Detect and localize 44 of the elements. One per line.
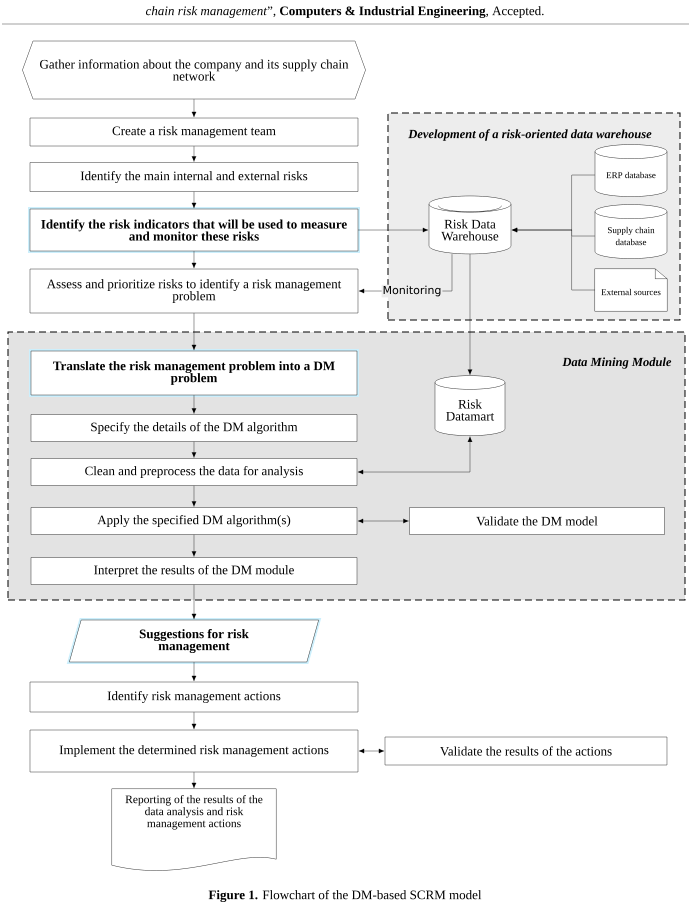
document-box: External sources: [594, 268, 668, 312]
arrow: [192, 251, 196, 268]
database-cylinder: Supply chain database: [594, 204, 668, 259]
arrow: [192, 313, 196, 350]
edge-label: Monitoring: [382, 284, 442, 298]
highlighted-box: Identify the risk indicators that will be used to measure and monitor these risks: [28, 207, 360, 253]
arrow: [192, 192, 196, 208]
process-box: Interpret the results of the DM module: [30, 557, 358, 585]
process-box: Create a risk management team: [30, 118, 358, 146]
arrow: [192, 772, 196, 788]
process-box: Validate the results of the actions: [384, 736, 668, 766]
arrow: [192, 442, 196, 458]
header-text: chain risk management”, Computers & Industrial Engineering, Accepted.: [146, 6, 544, 18]
arrow: [192, 712, 196, 730]
process-box: Identify the main internal and external risks: [30, 162, 358, 192]
arrow: [358, 748, 384, 754]
document-box: Reporting of the results of the data analysis and risk management actions: [112, 788, 276, 871]
arrow: [192, 534, 196, 557]
arrow: [358, 228, 428, 232]
process-box: Validate the DM model: [409, 507, 665, 535]
preparation-box: Gather information about the company and its supply chain network: [22, 40, 366, 100]
process-box: Identify risk management actions: [30, 682, 358, 712]
arrow: [192, 662, 196, 682]
process-box: Apply the specified DM algorithm(s): [30, 507, 358, 535]
process-box: Assess and prioritize risks to identify a risk management problem: [30, 268, 358, 314]
arrow: [192, 99, 196, 118]
arrow: [358, 518, 409, 524]
arrow: [192, 395, 196, 414]
database-cylinder: ERP database: [594, 144, 668, 197]
arrow: [192, 584, 196, 620]
process-box: Specify the details of the DM algorithm: [30, 414, 358, 442]
process-box: Implement the determined risk management actions: [30, 730, 358, 772]
process-box: Clean and preprocess the data for analysis: [30, 458, 358, 486]
database-cylinder: Risk Datamart: [434, 376, 506, 436]
arrow: [358, 436, 472, 474]
highlighted-box: Translate the risk management problem into a DM problem: [29, 349, 359, 397]
arrow: [468, 254, 472, 375]
arrow: [512, 228, 595, 290]
arrow: [192, 486, 196, 507]
group-title: Development of a risk-oriented data warehouse: [408, 129, 652, 141]
arrow: [192, 146, 196, 162]
caption: Figure 1. Flowchart of the DM-based SCRM model: [208, 890, 482, 902]
group-title: Data Mining Module: [562, 357, 672, 369]
database-cylinder: Risk Data Warehouse: [428, 196, 512, 254]
